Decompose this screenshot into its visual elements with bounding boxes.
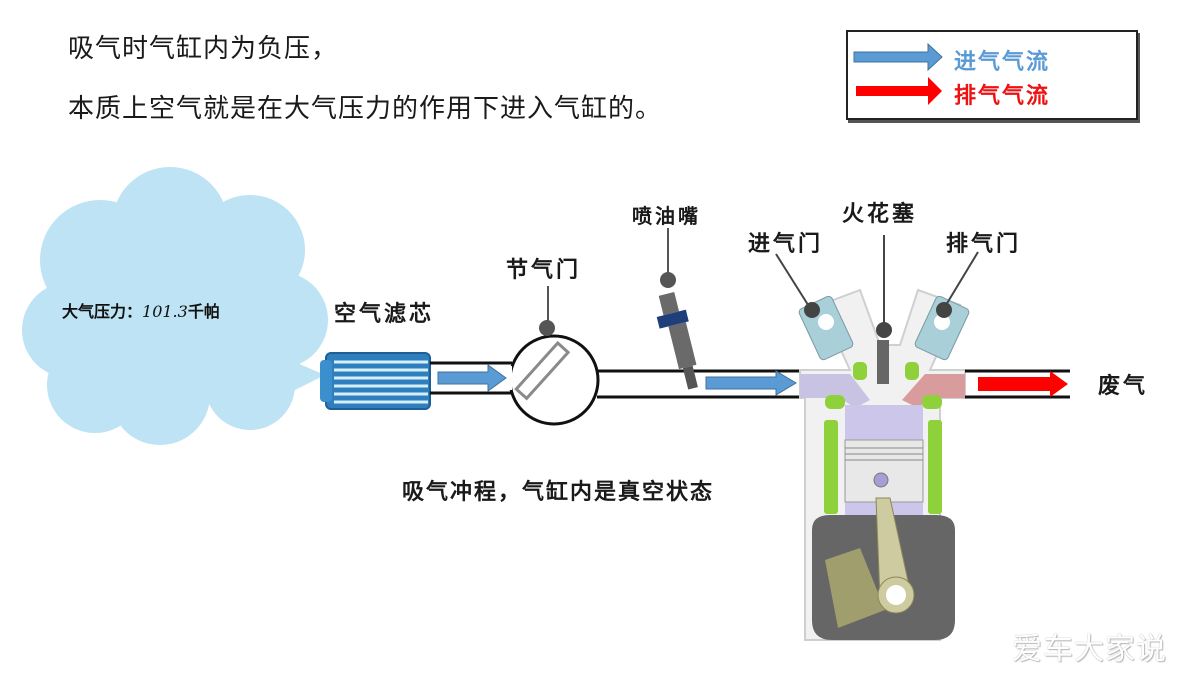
intake-flow-arrow-2	[705, 370, 797, 396]
atmosphere-cloud	[22, 167, 328, 445]
legend-arrows	[853, 42, 943, 105]
watermark: 爱车大家说	[1012, 632, 1167, 667]
air-filter-label: 空气滤芯	[334, 302, 435, 327]
caption-atmospheric-pressure: 本质上空气就是在大气压力的作用下进入气缸的。	[68, 94, 663, 124]
spark-plug-label: 火花塞	[842, 202, 918, 227]
crankcase	[812, 497, 955, 640]
throttle-body	[508, 286, 600, 426]
legend-exhaust-label: 排气气流	[954, 84, 1051, 109]
exhaust-gas-label: 废气	[1098, 374, 1149, 399]
injector-label: 喷油嘴	[632, 204, 701, 228]
pressure-label: 大气压力：	[62, 302, 143, 321]
pressure-value: 101.3	[142, 302, 188, 321]
pressure-unit: 千帕	[187, 302, 220, 321]
intake-pipe-2	[597, 369, 800, 399]
exhaust-valve-label: 排气门	[946, 232, 1022, 257]
exhaust-flow-arrow	[978, 371, 1068, 397]
intake-stroke-note: 吸气冲程，气缸内是真空状态	[402, 480, 715, 505]
legend-box: 进气气流 排气气流	[846, 30, 1138, 120]
air-filter	[320, 352, 431, 410]
atmospheric-pressure-label: 大气压力：101.3千帕	[62, 298, 220, 322]
exhaust-pipe	[965, 369, 1070, 399]
intake-valve-label: 进气门	[748, 232, 824, 257]
intake-flow-arrow-1	[437, 364, 507, 392]
leader-lines	[775, 235, 979, 325]
cylinder	[844, 405, 924, 515]
intake-pipe-1	[430, 361, 512, 395]
exhaust-legend-arrow	[856, 77, 942, 105]
caption-negative-pressure: 吸气时气缸内为负压，	[68, 34, 339, 64]
throttle-label: 节气门	[506, 258, 582, 283]
intake-legend-arrow	[853, 42, 943, 72]
piston	[844, 439, 924, 503]
throttle-plate	[514, 340, 571, 401]
legend-intake-label: 进气气流	[954, 50, 1051, 75]
fuel-injector	[656, 291, 698, 390]
